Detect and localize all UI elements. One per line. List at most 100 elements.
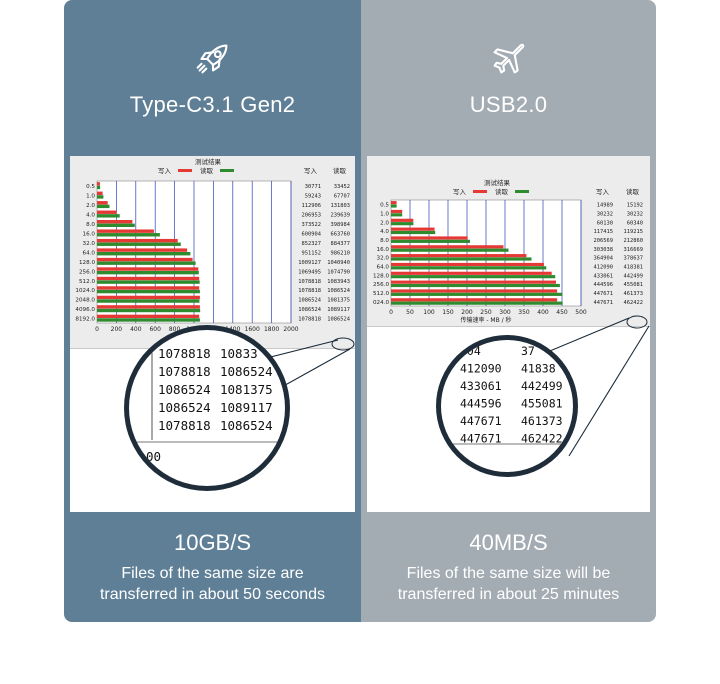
magnifier-glass: [441, 340, 573, 472]
zoom-cell: 412090: [460, 362, 502, 376]
bar-read: [391, 275, 556, 279]
zoom-cell: 37: [521, 344, 535, 358]
table-cell-read: 418381: [624, 264, 643, 270]
column-header: 写入: [596, 188, 610, 196]
table-cell-write: 433061: [594, 273, 613, 279]
zoom-cell: 1078818: [158, 364, 211, 379]
y-tick-label: 16.0: [83, 231, 96, 237]
x-tick-label: 2000: [283, 326, 298, 333]
table-cell-write: 14989: [597, 203, 613, 209]
zoom-cell: 1086524: [158, 400, 211, 415]
magnifier-glass: [129, 330, 285, 486]
x-tick-label: 450: [556, 309, 568, 316]
table-cell-read: 316669: [624, 247, 643, 253]
bar-read: [391, 213, 403, 217]
legend-swatch-read: [515, 190, 529, 193]
bar-write: [391, 298, 558, 302]
bar-read: [391, 248, 509, 252]
bar-write: [97, 267, 199, 271]
bar-read: [97, 261, 196, 265]
zoom-cell: 1086524: [220, 364, 273, 379]
legend-swatch-write: [178, 169, 192, 172]
zoom-cell: 462422: [521, 432, 563, 446]
bar-read: [97, 308, 201, 313]
y-tick-label: 64.0: [83, 250, 96, 256]
bar-write: [97, 229, 154, 233]
bar-read: [97, 204, 110, 209]
bar-write: [97, 248, 188, 252]
speed-description: Files of the same size will be transferr…: [361, 563, 656, 605]
magnifier-leader-line: [568, 325, 650, 457]
description-line: transferred in about 25 minutes: [397, 586, 620, 603]
table-cell-read: 1040940: [327, 260, 350, 266]
legend-label: 读取: [495, 187, 509, 196]
bar-read: [97, 223, 135, 228]
table-cell-read: 1083943: [327, 279, 350, 285]
legend-swatch-read: [220, 169, 234, 172]
table-cell-write: 117415: [594, 229, 613, 235]
y-tick-label: 4.0: [380, 229, 389, 235]
benchmark-screenshot: 测试结果写入读取写入读取0200400600800100012001400160…: [70, 156, 355, 512]
benchmark-window: 测试结果写入读取写入读取0200400600800100012001400160…: [70, 156, 355, 349]
bar-read: [391, 239, 470, 243]
bar-write: [391, 271, 552, 275]
bar-read: [97, 318, 200, 322]
panel-title: USB2.0: [469, 92, 548, 117]
y-tick-label: 2.0: [86, 203, 95, 209]
y-tick-label: 64.0: [377, 264, 390, 270]
bar-write: [391, 227, 435, 231]
y-tick-label: 8192.0: [75, 317, 95, 323]
bar-write: [97, 276, 200, 281]
magnifier-source: [331, 337, 355, 351]
table-cell-read: 663760: [331, 231, 350, 237]
bar-write: [391, 236, 468, 240]
legend-label: 写入: [453, 188, 467, 196]
bar-write: [391, 262, 544, 267]
x-tick-label: 50: [406, 309, 414, 316]
bar-write: [97, 314, 200, 319]
table-cell-read: 60340: [627, 220, 643, 226]
y-tick-label: 256.0: [373, 282, 389, 288]
panel-title: Type-C3.1 Gen2: [129, 92, 296, 117]
table-cell-write: 1086524: [298, 307, 321, 313]
zoom-cell: 433061: [460, 379, 502, 393]
table-cell-write: 364904: [594, 256, 613, 262]
bar-write: [97, 286, 200, 290]
bar-write: [97, 201, 108, 205]
bar-write: [97, 210, 117, 214]
table-cell-read: 462422: [624, 300, 643, 306]
table-cell-write: 447671: [594, 300, 613, 306]
table-cell-write: 1086524: [298, 298, 321, 304]
bar-read: [391, 266, 547, 270]
bar-read: [391, 301, 563, 305]
zoom-cell: 1078818: [158, 418, 211, 433]
bar-read: [97, 280, 200, 284]
x-tick-label: 500: [575, 309, 587, 316]
column-header: 写入: [304, 167, 318, 175]
bar-read: [391, 257, 532, 261]
bar-read: [391, 283, 560, 288]
benchmark-chart: 测试结果写入读取写入读取0200400600800100012001400160…: [75, 157, 350, 341]
table-cell-read: 442499: [624, 273, 643, 279]
description-line: Files of the same size are: [121, 565, 304, 582]
bar-write: [97, 191, 103, 196]
zoom-cell: 1089117: [220, 400, 273, 415]
x-tick-label: 0: [95, 326, 99, 333]
table-cell-read: 1081375: [327, 298, 350, 304]
bar-write: [391, 218, 414, 222]
bar-read: [97, 233, 160, 237]
bar-read: [391, 292, 563, 296]
y-tick-label: 512.0: [373, 291, 389, 297]
table-cell-read: 378637: [624, 256, 643, 262]
zoom-cell: 00: [146, 449, 161, 464]
y-tick-label: 32.0: [83, 241, 96, 247]
table-cell-read: 30232: [627, 211, 643, 217]
table-cell-read: 212860: [624, 238, 643, 244]
zoom-cell: 442499: [521, 379, 563, 393]
bar-write: [97, 182, 100, 186]
bar-write: [391, 254, 527, 258]
description-line: Files of the same size will be: [406, 565, 611, 582]
x-tick-label: 400: [130, 326, 142, 333]
